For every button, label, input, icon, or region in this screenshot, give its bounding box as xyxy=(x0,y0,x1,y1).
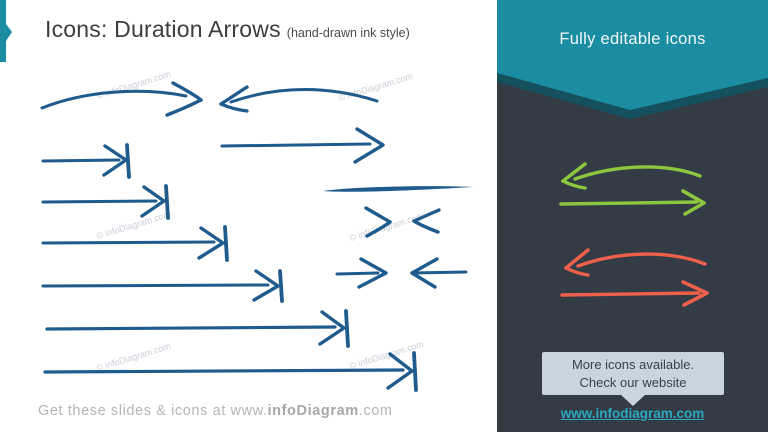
footer-suffix: .com xyxy=(358,403,393,419)
side-panel: Fully editable icons xyxy=(497,0,768,432)
curved-arrow-right-icon xyxy=(40,81,203,117)
short-arrow-right-stop-icon xyxy=(41,143,131,179)
straight-arrow-right-icon xyxy=(220,127,385,164)
tapered-ink-line-icon xyxy=(323,186,473,192)
banner-chevron-shape xyxy=(497,0,768,119)
curved-arrow-left-icon xyxy=(219,85,379,113)
duration-arrows-canvas xyxy=(40,81,473,392)
chevrons-facing-icon xyxy=(364,206,441,238)
title-accent-icon xyxy=(0,0,12,62)
more-icons-tooltip: More icons available. Check our website xyxy=(542,352,724,395)
longest-arrow-right-stop-icon xyxy=(43,351,418,392)
small-arrows-facing-icon xyxy=(335,257,468,289)
tooltip-line1: More icons available. xyxy=(571,356,695,372)
page-subtitle: (hand-drawn ink style) xyxy=(286,26,410,40)
long-arrow-right-stop-icon xyxy=(41,225,229,262)
extra-long-arrow-right-stop-icon xyxy=(45,309,350,348)
green-curved-arrow-left-icon xyxy=(561,162,702,190)
footer-brand: infoDiagram xyxy=(267,403,359,419)
medium-arrow-right-stop-icon xyxy=(41,184,170,220)
coral-straight-arrow-right-icon xyxy=(560,280,709,307)
website-link-row: www.infodiagram.com xyxy=(497,405,768,423)
tooltip-line2: Check our website xyxy=(579,374,687,390)
green-straight-arrow-right-icon xyxy=(559,189,706,216)
footer-prefix: Get these slides & icons at www. xyxy=(38,403,268,419)
website-link[interactable]: www.infodiagram.com xyxy=(560,406,705,421)
longer-arrow-right-stop-icon xyxy=(41,269,284,303)
banner-label: Fully editable icons xyxy=(559,30,706,48)
title-row: Icons: Duration Arrows (hand-drawn ink st… xyxy=(45,16,410,43)
page-title: Icons: Duration Arrows xyxy=(45,16,281,42)
coral-curved-arrow-left-icon xyxy=(564,248,707,277)
sample-arrows-canvas xyxy=(559,162,709,307)
footer-credit: Get these slides & icons at www.infoDiag… xyxy=(38,403,393,419)
